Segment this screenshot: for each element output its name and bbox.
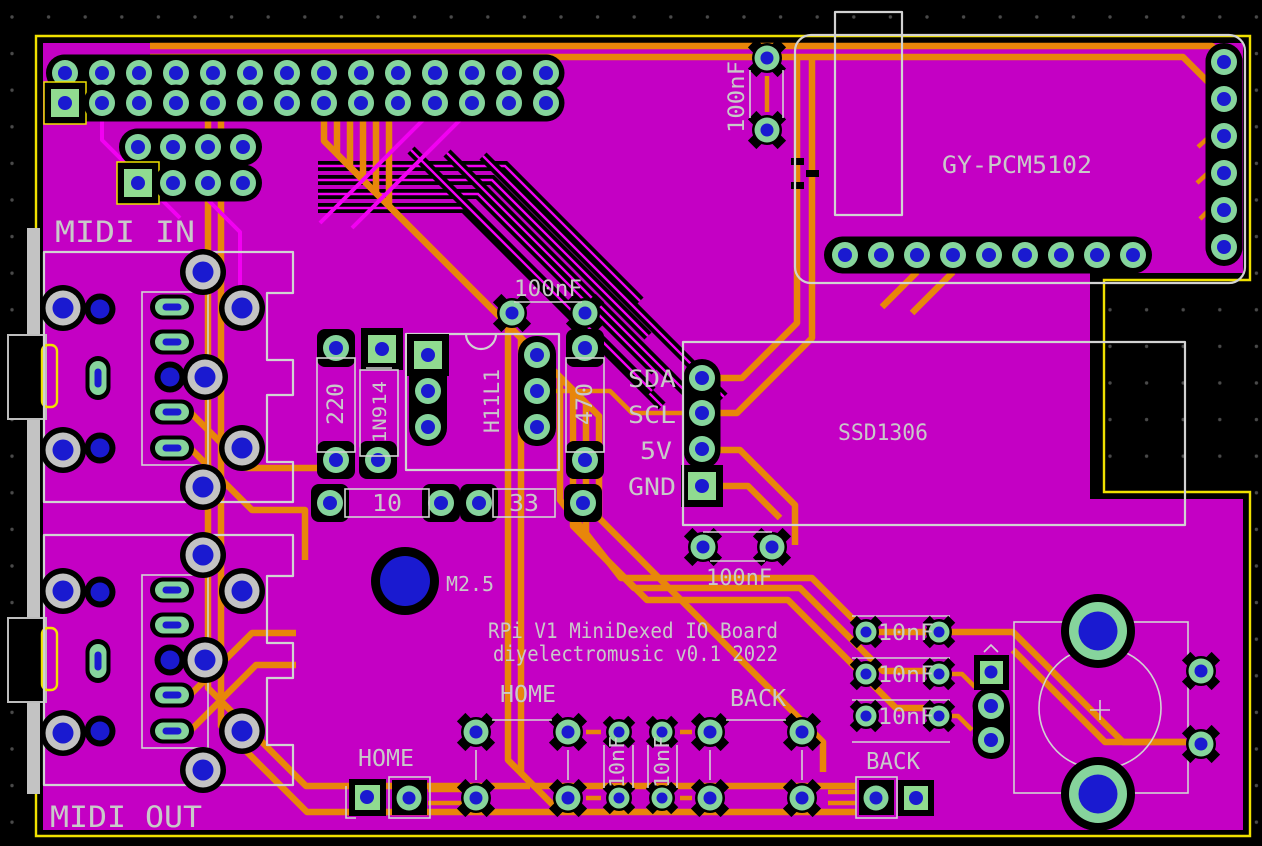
resistor-33-label: 33	[509, 491, 539, 517]
caps-10nf-vertical[interactable]: 10nF 10nF	[602, 715, 679, 815]
audio-header[interactable]	[972, 643, 1011, 759]
cap-100nf-mid[interactable]: 100nF	[492, 277, 605, 333]
cap-100nf-top-label: 100nF	[725, 61, 750, 133]
i2c-label-gnd: GND	[628, 473, 676, 501]
cap-10nf-v1-label: 10nF	[605, 736, 629, 788]
resistor-470-label: 470	[573, 383, 598, 425]
resistor-33[interactable]: 33	[460, 484, 602, 522]
big-capacitor[interactable]	[1013, 594, 1189, 831]
board-title: RPi V1 MiniDexed IO Board diyelectromusi…	[488, 619, 778, 666]
gpio-header[interactable]	[43, 54, 565, 125]
home-switch-label: HOME	[500, 682, 556, 708]
back-switch-label: BACK	[730, 686, 786, 712]
board-title-line2: diyelectromusic v0.1 2022	[493, 642, 778, 666]
i2c-label-5v: 5V	[640, 437, 672, 465]
dac-module[interactable]: GY-PCM5102	[793, 10, 1247, 285]
cap-100nf-top[interactable]: 100nF	[725, 38, 787, 150]
midi-in-edge-notch	[40, 343, 59, 409]
cap-100nf-mid-label: 100nF	[514, 277, 582, 302]
plus-marker	[1090, 700, 1110, 720]
left-connector-bodies	[7, 228, 59, 794]
midi-in-connector[interactable]: MIDI IN	[40, 215, 295, 510]
mounting-hole-label: M2.5	[446, 572, 494, 596]
cap-10nf-3-label: 10nF	[878, 705, 934, 730]
diode-1n914-label: 1N914	[369, 381, 391, 443]
cap-10nf-2-label: 10nF	[878, 663, 934, 688]
back-switch[interactable]: BACK	[690, 686, 822, 818]
i2c-label-scl: SCL	[628, 401, 676, 429]
midi-out-label: MIDI OUT	[50, 800, 202, 834]
diode-1n914[interactable]: 1N914	[359, 328, 403, 479]
cap-100nf-i2c[interactable]: 100nF	[683, 527, 792, 591]
optocoupler-label: H11L1	[480, 369, 504, 433]
board-title-line1: RPi V1 MiniDexed IO Board	[488, 619, 778, 643]
aux-header[interactable]	[116, 128, 262, 205]
oled-module[interactable]: SSD1306	[681, 340, 1187, 527]
cap-10nf-1-label: 10nF	[878, 621, 934, 646]
i2c-label-sda: SDA	[628, 365, 677, 393]
board-edge-cuts	[34, 34, 1252, 838]
dac-module-label: GY-PCM5102	[942, 151, 1092, 179]
resistor-470[interactable]: 470	[565, 329, 605, 479]
optocoupler-h11l1[interactable]: H11L1	[404, 332, 561, 472]
cap-10nf-v2-label: 10nF	[650, 736, 674, 788]
resistor-10[interactable]: 10	[311, 484, 460, 522]
i2c-header[interactable]: SDA SCL 5V GND	[628, 359, 723, 507]
midi-in-label: MIDI IN	[55, 215, 195, 249]
back-button-connector[interactable]: BACK	[855, 749, 934, 819]
caps-10nf-row[interactable]: 10nF 10nF 10nF	[849, 615, 956, 743]
resistor-220[interactable]: 220	[316, 329, 356, 479]
oled-module-label: SSD1306	[838, 421, 928, 446]
pin1-arrow	[983, 643, 999, 653]
home-switch[interactable]: HOME	[456, 682, 588, 818]
resistor-10-label: 10	[372, 491, 402, 517]
home-button-label: HOME	[358, 746, 414, 772]
home-button-connector[interactable]: HOME	[345, 746, 431, 819]
back-button-label: BACK	[866, 749, 920, 775]
midi-out-connector[interactable]: MIDI OUT	[40, 532, 295, 834]
cap-100nf-i2c-label: 100nF	[706, 566, 772, 591]
mounting-hole[interactable]: M2.5	[371, 547, 494, 615]
midi-out-edge-notch	[40, 626, 59, 692]
resistor-220-label: 220	[324, 383, 349, 425]
